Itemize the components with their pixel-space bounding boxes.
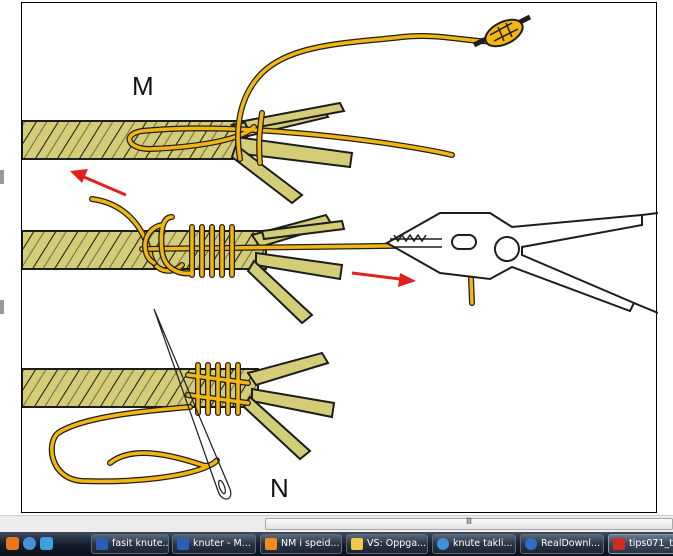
quick-launch-browser-icon[interactable] <box>23 537 36 550</box>
rope-middle <box>22 215 344 323</box>
taskbar-button-knuter[interactable]: knuter - M... <box>172 534 256 554</box>
realdownloader-icon <box>525 538 537 550</box>
document-viewer: M <box>0 0 673 515</box>
taskbar-button-realdownloader[interactable]: RealDownl... <box>520 534 604 554</box>
taskbar-button-nm-i-speid[interactable]: NM i speid... <box>260 534 342 554</box>
taskbar-button-knute-takli[interactable]: knute takli... <box>432 534 516 554</box>
internet-explorer-icon <box>437 538 449 550</box>
windows-taskbar: fasit knute... knuter - M... NM i speid.… <box>0 532 673 556</box>
scrollbar-grip-icon: Ⅲ <box>266 517 672 527</box>
pliers-tool <box>387 213 658 313</box>
word-document-icon <box>177 538 189 550</box>
illustration-drawing: M <box>22 3 658 514</box>
left-edge-mark <box>0 300 4 314</box>
left-edge-mark <box>0 170 4 184</box>
twine-spool <box>474 14 530 51</box>
taskbar-button-fasit-knute[interactable]: fasit knute... <box>91 534 169 554</box>
word-document-icon <box>96 538 108 550</box>
scrollbar-thumb[interactable]: Ⅲ <box>265 518 673 530</box>
rope-top <box>22 103 352 203</box>
pull-arrow-left <box>70 169 126 195</box>
mail-envelope-icon <box>351 538 363 550</box>
pdf-document-icon <box>613 538 625 550</box>
label-n: N <box>270 473 289 503</box>
quick-launch-app-icon[interactable] <box>6 537 19 550</box>
twine-top <box>130 36 492 163</box>
label-m: M <box>132 71 154 101</box>
pull-arrow-right <box>352 273 416 287</box>
taskbar-button-vs-oppga[interactable]: VS: Oppga... <box>346 534 428 554</box>
knot-illustration: M <box>21 2 657 513</box>
taskbar-button-tips071[interactable]: tips071_tau <box>608 534 673 554</box>
horizontal-scrollbar[interactable]: Ⅲ <box>0 515 673 532</box>
quick-launch-media-player-icon[interactable] <box>40 537 53 550</box>
orange-app-icon <box>265 538 277 550</box>
